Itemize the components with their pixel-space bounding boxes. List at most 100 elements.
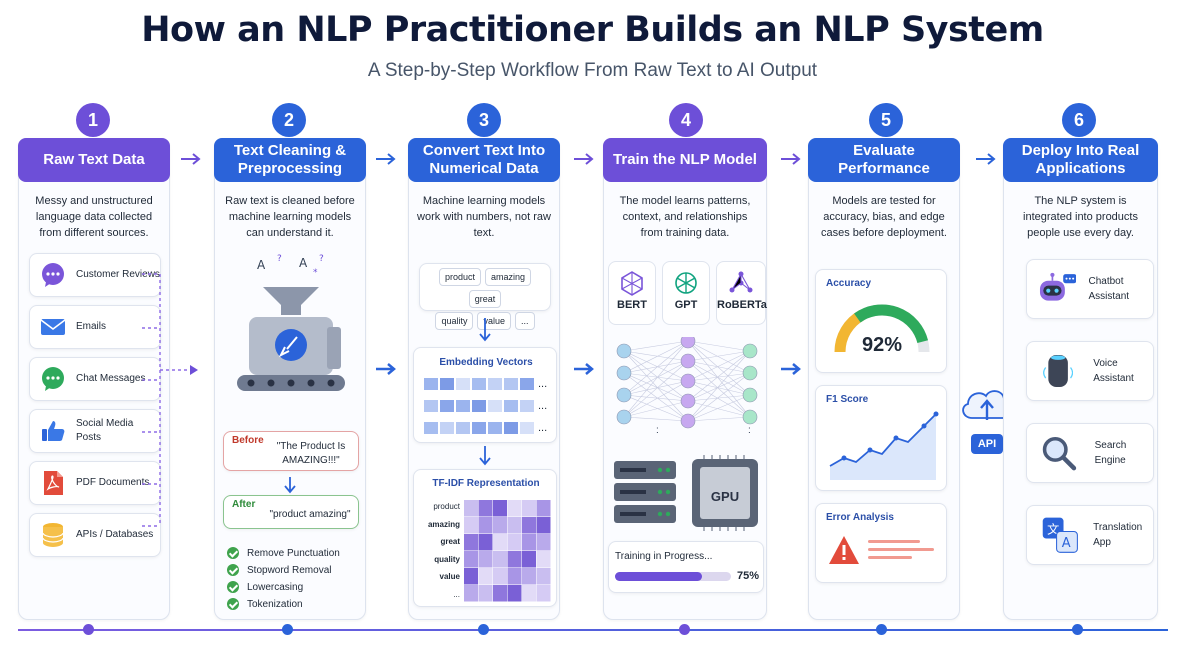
progress-label: Training in Progress...	[615, 551, 713, 562]
svg-text:*: *	[313, 268, 318, 278]
nn-edge	[623, 380, 689, 396]
svg-text::: :	[656, 425, 659, 436]
before-example: Before "The Product Is AMAZING!!!"	[223, 431, 359, 471]
tfidf-cell	[464, 551, 478, 568]
tfidf-cell	[493, 585, 507, 602]
tfidf-cell	[493, 500, 507, 517]
nn-edge	[687, 360, 751, 396]
error-analysis-card: Error Analysis	[815, 503, 947, 583]
accuracy-card: Accuracy 92%	[815, 269, 947, 373]
nn-edge	[687, 360, 751, 418]
tfidf-cell	[536, 551, 551, 568]
tfidf-cell	[478, 568, 493, 585]
neural-network-icon: : :	[616, 337, 758, 436]
step-number-1: 1	[76, 103, 110, 137]
source-chat-messages: Chat Messages	[29, 357, 161, 401]
nn-node	[680, 393, 696, 409]
nn-edge	[623, 372, 689, 402]
timeline-dot	[282, 624, 293, 635]
embedding-cell	[520, 400, 534, 412]
f1-title: F1 Score	[826, 394, 869, 405]
embedding-box: Embedding Vectors ... ... ...	[413, 347, 557, 443]
nn-node	[616, 387, 632, 403]
pdf-icon	[44, 471, 63, 495]
embedding-cell	[520, 422, 534, 434]
arrow-right-icon	[181, 153, 201, 165]
nn-edge	[687, 350, 751, 362]
nn-edge	[687, 372, 751, 382]
nn-edge	[687, 416, 751, 422]
training-progress-card: Training in Progress... 75%	[608, 541, 764, 593]
tfidf-cell	[522, 568, 536, 585]
ellipsis: ...	[538, 422, 548, 434]
f1-card: F1 Score	[815, 385, 947, 491]
nn-edge	[687, 340, 751, 352]
progress-track	[615, 572, 731, 581]
embedding-cell	[472, 378, 486, 390]
tfidf-cell	[464, 585, 478, 602]
nn-edge	[623, 416, 689, 422]
tfidf-cell	[478, 551, 493, 568]
nn-edge	[623, 394, 689, 402]
nn-edge	[623, 394, 689, 422]
token-chip: ...	[515, 312, 535, 330]
check-item: Remove Punctuation	[227, 547, 340, 559]
tfidf-title: TF-IDF Representation	[432, 478, 540, 489]
arrow-right-icon	[376, 153, 396, 165]
tfidf-cell	[493, 551, 507, 568]
arrow-right-icon	[574, 153, 594, 165]
check-item: Stopword Removal	[227, 564, 331, 576]
tfidf-cell	[478, 534, 493, 551]
bert-logo-icon	[621, 271, 643, 296]
step-2-panel: Text Cleaning & Preprocessing Raw text i…	[214, 138, 366, 620]
step-6-panel: Deploy Into Real Applications The NLP sy…	[1003, 138, 1158, 620]
embedding-cell	[488, 378, 502, 390]
nn-node	[742, 387, 758, 403]
speech-bubble-icon	[42, 263, 64, 287]
flow-arrow-icon	[781, 363, 801, 375]
arrow-down-icon	[479, 318, 491, 342]
nn-node	[680, 337, 696, 349]
tfidf-cell	[522, 500, 536, 517]
source-apis-databases: APIs / Databases	[29, 513, 161, 557]
step-5-description: Models are tested for accuracy, bias, an…	[821, 195, 947, 239]
embedding-cell	[488, 422, 502, 434]
step-4-heading: Train the NLP Model	[603, 138, 767, 182]
step-number-4: 4	[669, 103, 703, 137]
step-number-3: 3	[467, 103, 501, 137]
embedding-title: Embedding Vectors	[439, 357, 533, 368]
ellipsis: ...	[538, 400, 548, 412]
nn-node	[680, 353, 696, 369]
step-1-description: Messy and unstructured language data col…	[35, 195, 153, 239]
svg-text::: :	[748, 425, 751, 436]
warning-icon	[829, 536, 934, 564]
step-number-2: 2	[272, 103, 306, 137]
after-label: After	[232, 499, 256, 510]
embedding-cell	[456, 422, 470, 434]
accuracy-value: 92%	[861, 334, 903, 356]
nn-edge	[687, 340, 751, 418]
source-label: APIs / Databases	[76, 529, 154, 540]
svg-text:A: A	[299, 256, 308, 270]
nn-edge	[623, 360, 689, 418]
tfidf-cell	[522, 534, 536, 551]
flow-arrow-icon	[376, 363, 396, 375]
step-2-heading: Text Cleaning & Preprocessing	[214, 138, 366, 182]
tfidf-cell	[522, 517, 536, 534]
embedding-cell	[456, 400, 470, 412]
nn-edge	[623, 372, 689, 382]
nn-edge	[687, 394, 751, 402]
embedding-cell	[424, 378, 438, 390]
nn-edge	[687, 372, 751, 422]
tfidf-cell	[536, 517, 551, 534]
nn-edge	[623, 380, 689, 418]
arrow-down-icon	[479, 446, 491, 466]
ellipsis: ...	[538, 378, 548, 390]
nn-edge	[623, 350, 689, 362]
tfidf-box: TF-IDF Representation product amazing gr…	[413, 469, 557, 607]
nn-edge	[623, 340, 689, 396]
step-6-description: The NLP system is integrated into produc…	[1023, 195, 1138, 239]
nn-node	[616, 343, 632, 359]
source-pdf-documents: PDF Documents	[29, 461, 161, 505]
